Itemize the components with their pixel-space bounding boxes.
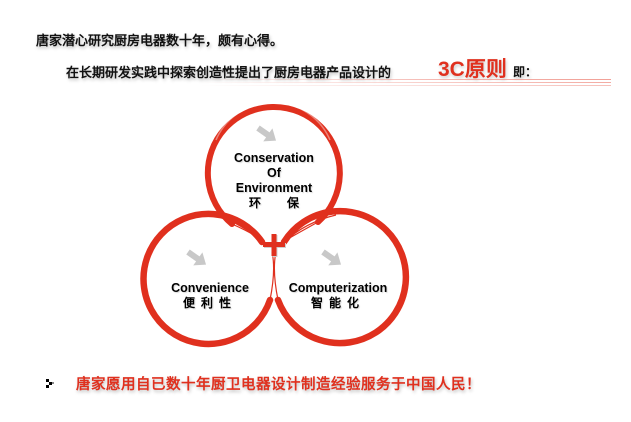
- label-cn: 环保: [248, 196, 325, 210]
- arrow-down-right-icon: [321, 249, 342, 266]
- circle-right: [273, 207, 410, 347]
- label-en-line: Environment: [235, 181, 313, 195]
- circle-label-convenience: Convenience 便利性: [155, 281, 265, 311]
- label-cn: 便利性: [182, 296, 237, 310]
- label-en-line: Convenience: [171, 281, 249, 295]
- circle-top: [204, 101, 343, 241]
- intro-line-1: 唐家潜心研究厨房电器数十年，颇有心得。: [36, 34, 284, 49]
- footer-text: 唐家愿用自已数十年厨卫电器设计制造经验服务于中国人民！: [76, 377, 481, 393]
- label-en-line: Of: [267, 166, 281, 180]
- bullet-squares-icon: [46, 379, 58, 389]
- label-cn: 智能化: [310, 296, 365, 310]
- label-en-line: Conservation: [234, 151, 314, 165]
- decorative-stripes: [200, 79, 611, 89]
- arrow-down-right-icon: [256, 125, 277, 142]
- principle-highlight: 3C原则: [438, 58, 507, 81]
- plus-icon: [263, 234, 286, 257]
- principle-suffix: 即：: [513, 65, 538, 79]
- circle-left: [140, 210, 275, 348]
- label-en-line: Computerization: [288, 281, 388, 295]
- intro-line-2: 在长期研发实践中探索创造性提出了厨房电器产品设计的: [66, 66, 392, 81]
- circle-label-computerization: Computerization 智能化: [272, 281, 404, 311]
- arrow-down-right-icon: [186, 249, 207, 266]
- circle-label-conservation: Conservation Of Environment 环保: [218, 151, 330, 211]
